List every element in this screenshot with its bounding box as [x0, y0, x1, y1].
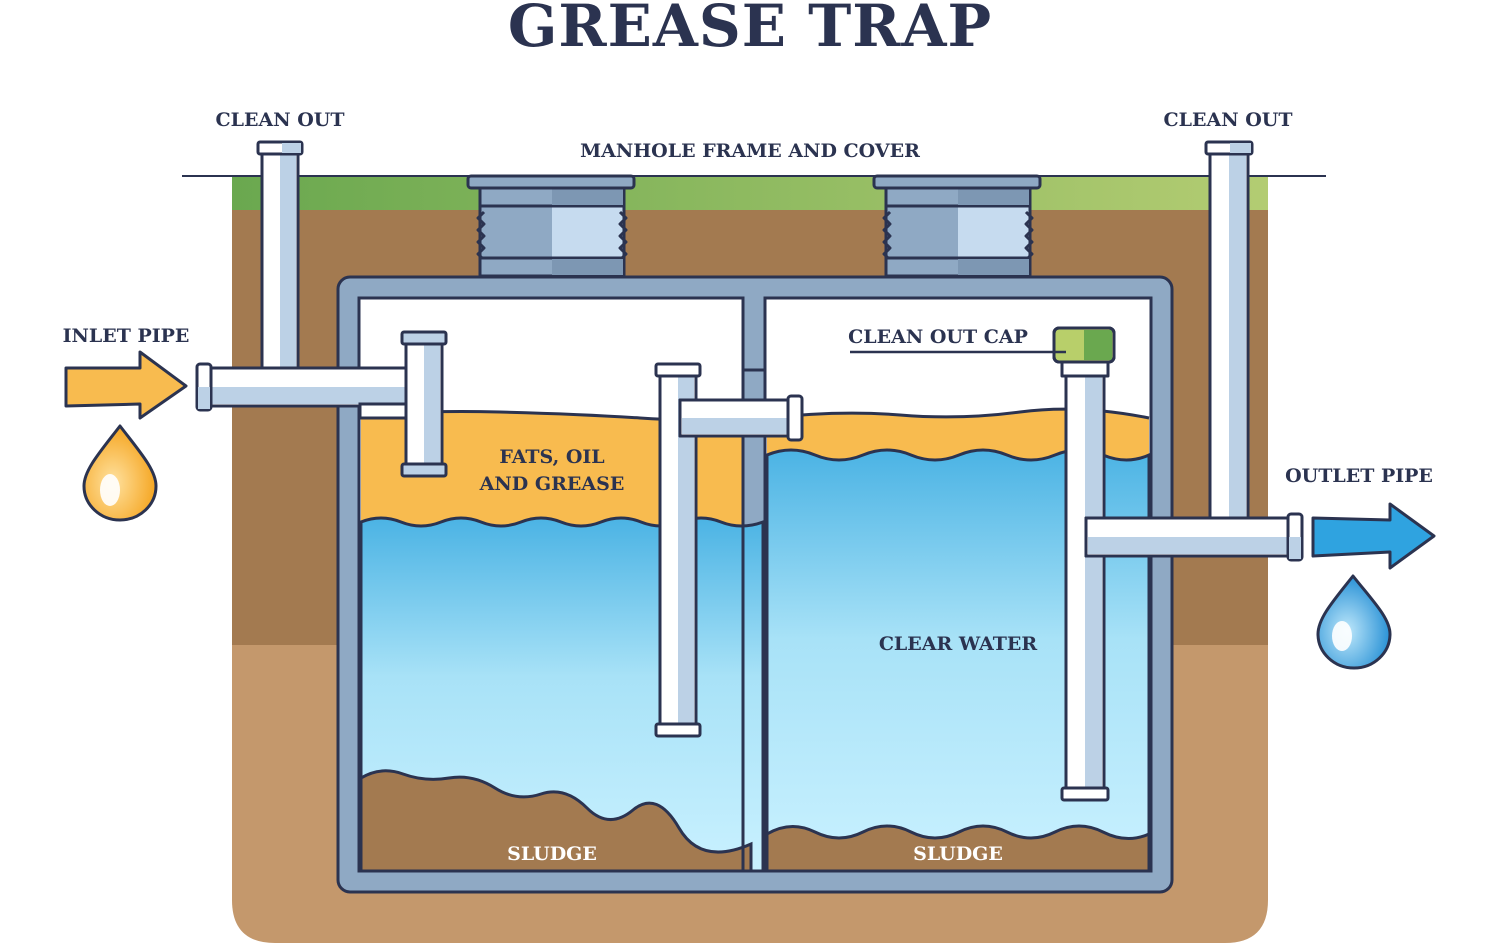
label-clean-out-right: CLEAN OUT: [1164, 109, 1293, 131]
label-clean-out-cap: CLEAN OUT CAP: [848, 326, 1028, 348]
oil-drop-icon: [82, 424, 158, 522]
label-sludge-left: SLUDGE: [507, 843, 597, 865]
diagram-title: GREASE TRAP: [508, 0, 992, 60]
label-fats-line2: AND GREASE: [479, 473, 625, 495]
sludge-layer-right: [765, 824, 1151, 873]
manhole-left: [466, 174, 636, 278]
label-sludge-right: SLUDGE: [913, 843, 1003, 865]
label-fats-line1: FATS, OIL: [499, 446, 604, 468]
clean-out-cap: [1052, 326, 1116, 364]
outlet-pipe-assembly: [1052, 140, 1304, 802]
label-clear-water: CLEAR WATER: [879, 633, 1038, 655]
outlet-arrow-icon: [1311, 502, 1436, 570]
tank: [336, 275, 1174, 894]
sludge-layer-left: [359, 769, 753, 873]
inlet-arrow-icon: [64, 350, 188, 420]
label-clean-out-left: CLEAN OUT: [216, 109, 345, 131]
water-drop-icon: [1316, 574, 1392, 670]
label-outlet-pipe: OUTLET PIPE: [1285, 465, 1433, 487]
transfer-pipe: [654, 362, 804, 738]
inlet-pipe: [195, 330, 448, 478]
label-inlet-pipe: INLET PIPE: [63, 325, 190, 347]
grass-layer: [232, 176, 1268, 210]
label-manhole: MANHOLE FRAME AND COVER: [580, 140, 920, 162]
left-clean-out-pipe: [256, 140, 304, 384]
manhole-right: [872, 174, 1042, 278]
